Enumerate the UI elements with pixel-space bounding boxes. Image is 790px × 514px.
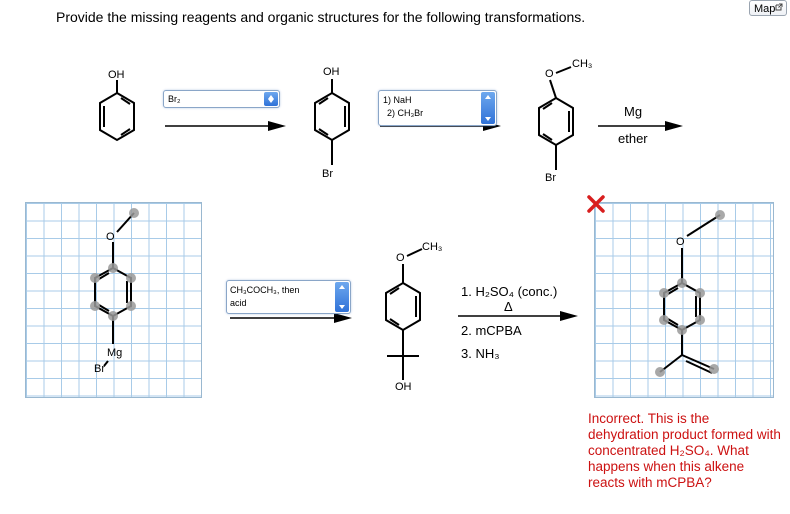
grignard-atom-dots (90, 208, 139, 321)
anisole-ch3-label: CH₃ (572, 58, 593, 70)
grignard-br-label: Br (94, 363, 105, 375)
map-label: Map (754, 3, 776, 15)
spinner-icon[interactable] (264, 92, 278, 106)
feedback-message: Incorrect. This is the dehydration produ… (588, 411, 781, 490)
alcohol-structure (385, 248, 423, 380)
dropdown-value: Br₂ (168, 94, 181, 104)
incorrect-x-icon (587, 195, 605, 213)
phenol-structure (99, 80, 135, 142)
answer-o-label: O (676, 236, 685, 248)
spinner-icon[interactable] (481, 92, 495, 124)
answer-atom-dots (655, 210, 725, 377)
anisole-o-label: O (545, 68, 554, 80)
phenol-oh-label: OH (108, 69, 125, 81)
bromophenol-oh-label: OH (323, 66, 340, 78)
alcohol-oh-label: OH (395, 381, 412, 393)
anisole-br-label: Br (545, 172, 556, 184)
reaction-arrows-row1 (165, 121, 683, 131)
drawing-canvas-grignard[interactable] (25, 202, 202, 398)
bromophenol-br-label: Br (322, 168, 333, 180)
reagent-dropdown-nah[interactable]: 1) NaH 2) CH₃Br (378, 90, 497, 126)
alcohol-o-label: O (396, 252, 405, 264)
step1-label: 1. H₂SO₄ (conc.) (461, 284, 558, 299)
step1-heat-label: Δ (504, 299, 513, 314)
bromoanisole-structure (538, 66, 574, 170)
grignard-o-label: O (106, 231, 115, 243)
instruction-text: Provide the missing reagents and organic… (56, 9, 586, 25)
reagent-dropdown-acetone[interactable]: CH₃COCH₃, then acid (226, 280, 351, 314)
reagent-dropdown-br2[interactable]: Br₂ (163, 90, 280, 108)
map-button[interactable]: Map (749, 0, 787, 16)
dropdown-line2: 2) CH₃Br (387, 108, 424, 118)
reaction-arrows-row2 (230, 311, 578, 323)
step3-label: 3. NH₃ (461, 346, 500, 361)
answer-alkene-structure (659, 214, 721, 374)
grignard-mg-label: Mg (107, 347, 123, 359)
drawing-canvas-answer[interactable] (594, 202, 774, 398)
spinner-icon[interactable] (335, 282, 349, 312)
mg-reagent-label: Mg (624, 104, 643, 119)
dropdown-line1: 1) NaH (383, 95, 412, 105)
external-link-icon (775, 3, 783, 11)
ether-reagent-label: ether (618, 131, 648, 146)
alcohol-ch3-label: CH₃ (422, 241, 443, 253)
dropdown-line2: acid (230, 298, 247, 308)
dropdown-line1: CH₃COCH₃, then (230, 285, 300, 295)
step2-label: 2. mCPBA (461, 323, 522, 338)
bromophenol-structure (314, 79, 350, 165)
